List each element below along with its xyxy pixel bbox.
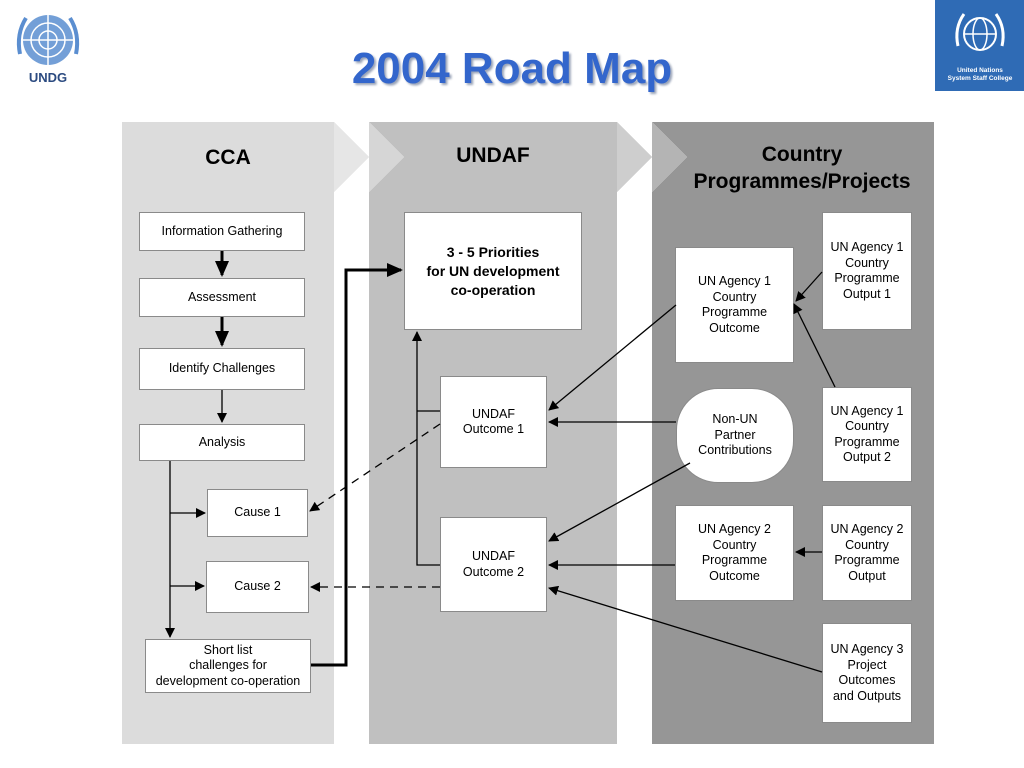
undaf-chevron-shade xyxy=(617,122,652,192)
page-title: 2004 Road Map xyxy=(351,44,673,93)
agency-2-output-box: UN Agency 2 Country Programme Output xyxy=(822,505,912,601)
agency-2-outcome-box: UN Agency 2 Country Programme Outcome xyxy=(675,505,794,601)
country-heading: Country Programmes/Projects xyxy=(660,141,944,195)
agency-1-output-2-box: UN Agency 1 Country Programme Output 2 xyxy=(822,387,912,482)
cca-heading: CCA xyxy=(205,146,251,169)
agency-1-outcome-box: UN Agency 1 Country Programme Outcome xyxy=(675,247,794,363)
unssc-line1: United Nations xyxy=(957,67,1003,74)
unssc-logo xyxy=(935,0,1024,91)
assessment-box: Assessment xyxy=(139,278,305,317)
identify-challenges-box: Identify Challenges xyxy=(139,348,305,390)
cca-notch xyxy=(369,122,404,192)
information-gathering-box: Information Gathering xyxy=(139,212,305,251)
cca-chevron-shade xyxy=(334,122,369,192)
non-un-contributions-box: Non-UN Partner Contributions xyxy=(676,388,794,483)
cause-1-box: Cause 1 xyxy=(207,489,308,537)
undaf-heading: UNDAF xyxy=(456,144,530,167)
undaf-outcome-1-box: UNDAF Outcome 1 xyxy=(440,376,547,468)
short-list-box: Short list challenges for development co… xyxy=(145,639,311,693)
unssc-emblem-icon xyxy=(955,13,1005,51)
undg-emblem-icon xyxy=(16,15,80,65)
country-heading-line1: Country xyxy=(761,143,843,166)
agency-3-box: UN Agency 3 Project Outcomes and Outputs xyxy=(822,623,912,723)
unssc-line2: System Staff College xyxy=(947,75,1013,82)
undaf-notch xyxy=(652,122,687,192)
country-heading-line2: Programmes/Projects xyxy=(693,170,911,193)
priorities-box: 3 - 5 Priorities for UN development co-o… xyxy=(404,212,582,330)
analysis-box: Analysis xyxy=(139,424,305,461)
unssc-logo-text: United Nations System Staff College xyxy=(937,67,1023,83)
undaf-outcome-2-box: UNDAF Outcome 2 xyxy=(440,517,547,612)
agency-1-output-1-box: UN Agency 1 Country Programme Output 1 xyxy=(822,212,912,330)
undg-logo-text: UNDG xyxy=(28,70,68,85)
cause-2-box: Cause 2 xyxy=(206,561,309,613)
